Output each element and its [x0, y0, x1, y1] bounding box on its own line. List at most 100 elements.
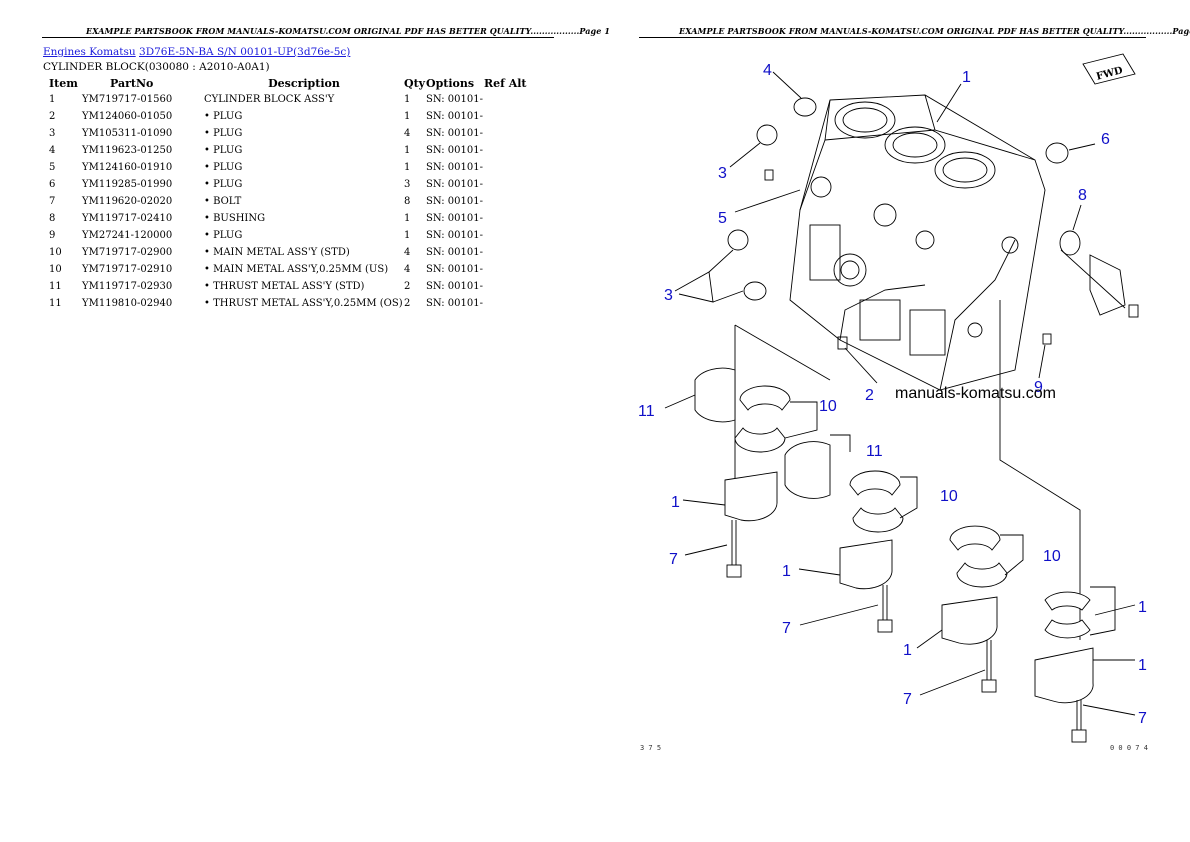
page-header: EXAMPLE PARTSBOOK FROM MANUALS-KOMATSU.C…: [86, 26, 610, 36]
thrust-metal-11a-icon: [664, 367, 736, 423]
main-metal-10a-icon: [734, 385, 818, 453]
cell-part: YM719717-02910: [82, 264, 173, 275]
callout-4: 4: [763, 62, 772, 79]
callout-11-left: 11: [638, 403, 655, 420]
cell-opt: SN: 00101-: [426, 128, 483, 139]
diagram-footer-right: 0 0 0 7 4: [1110, 744, 1148, 752]
callout-10-b: 10: [940, 488, 958, 505]
cell-opt: SN: 00101-: [426, 230, 483, 241]
callout-11-right: 11: [866, 443, 883, 460]
cell-item: 7: [49, 196, 56, 207]
cell-item: 11: [49, 281, 62, 292]
cell-item: 1: [49, 94, 56, 105]
cell-ref: [484, 128, 528, 145]
callout-1-e: 1: [1138, 657, 1147, 674]
bearing-cap-1b-icon: [839, 539, 893, 633]
plug-2-icon: [837, 336, 848, 350]
callout-3-top: 3: [718, 165, 727, 182]
cell-part: YM119717-02930: [82, 281, 173, 292]
cell-qty: 1: [404, 162, 411, 173]
callout-1-top: 1: [962, 69, 971, 86]
cell-ref: [484, 213, 528, 230]
cell-desc: • BUSHING: [204, 213, 266, 224]
bearing-cap-1d-icon: [1034, 647, 1094, 743]
cell-ref: [484, 298, 528, 315]
callout-7-b: 7: [782, 620, 791, 637]
plug-3c-icon: [743, 281, 767, 301]
cell-ref: [484, 94, 528, 111]
cell-ref: [484, 145, 528, 162]
cell-item: 6: [49, 179, 56, 190]
cell-part: YM119285-01990: [82, 179, 173, 190]
breadcrumb-link-engines[interactable]: Engines Komatsu: [43, 46, 136, 58]
cell-item: 11: [49, 298, 62, 309]
cell-qty: 1: [404, 213, 411, 224]
cell-desc: • MAIN METAL ASS'Y (STD): [204, 247, 350, 258]
cell-qty: 2: [404, 281, 411, 292]
exploded-parts-diagram: FWD: [638, 53, 1148, 752]
plug-3b-icon: [727, 229, 749, 251]
cell-ref: [484, 162, 528, 179]
cell-opt: SN: 00101-: [426, 298, 483, 309]
callout-1-b: 1: [782, 563, 791, 580]
cell-item: 8: [49, 213, 56, 224]
cell-part: YM119623-01250: [82, 145, 173, 156]
fwd-arrow-icon: FWD: [1082, 53, 1136, 85]
cell-opt: SN: 00101-: [426, 145, 483, 156]
cell-part: YM119717-02410: [82, 213, 173, 224]
cell-qty: 2: [404, 298, 411, 309]
breadcrumb-link-model[interactable]: 3D76E-5N-BA S/N 00101-UP(3d76e-5c): [139, 46, 351, 58]
header-rule: [42, 37, 554, 38]
cell-part: YM119620-02020: [82, 196, 173, 207]
page-header: EXAMPLE PARTSBOOK FROM MANUALS-KOMATSU.C…: [679, 26, 1190, 36]
cell-qty: 4: [404, 128, 411, 139]
callout-7-c: 7: [903, 691, 912, 708]
cell-opt: SN: 00101-: [426, 247, 483, 258]
plug-5-icon: [810, 176, 832, 198]
cell-qty: 8: [404, 196, 411, 207]
diagram-footer-left: 3 7 5: [640, 744, 661, 752]
column-header-ref-alt: Ref Alt: [484, 77, 527, 90]
cell-part: YM105311-01090: [82, 128, 173, 139]
cell-item: 5: [49, 162, 56, 173]
cell-qty: 4: [404, 264, 411, 275]
callout-9: 9: [1034, 379, 1043, 396]
cell-part: YM719717-01560: [82, 94, 173, 105]
cell-item: 4: [49, 145, 56, 156]
cell-opt: SN: 00101-: [426, 264, 483, 275]
watermark-text: manuals-komatsu.com: [895, 385, 1056, 402]
bearing-cap-1c-icon: [941, 596, 998, 693]
callout-7-d: 7: [1138, 710, 1147, 727]
callout-2: 2: [865, 387, 874, 404]
column-header-item: Item: [49, 77, 78, 90]
cell-desc: • PLUG: [204, 179, 243, 190]
table-header-row: Item PartNo Description Qty Options Ref …: [44, 77, 528, 94]
cell-opt: SN: 00101-: [426, 162, 483, 173]
column-header-description: Description: [268, 77, 340, 90]
cell-item: 9: [49, 230, 56, 241]
cell-part: YM27241-120000: [82, 230, 173, 241]
cell-item: 3: [49, 128, 56, 139]
cell-desc: • THRUST METAL ASS'Y (STD): [204, 281, 365, 292]
cell-ref: [484, 281, 528, 298]
cell-ref: [484, 230, 528, 247]
section-title: CYLINDER BLOCK(030080 : A2010-A0A1): [43, 61, 270, 73]
cell-opt: SN: 00101-: [426, 111, 483, 122]
right-page: EXAMPLE PARTSBOOK FROM MANUALS-KOMATSU.C…: [595, 0, 1190, 842]
cell-opt: SN: 00101-: [426, 94, 483, 105]
callout-1-d: 1: [1138, 599, 1147, 616]
plug-3-icon: [756, 124, 778, 146]
callout-3-lower: 3: [664, 287, 673, 304]
column-header-partno: PartNo: [110, 77, 154, 90]
plug-4-icon: [793, 97, 817, 117]
callout-5: 5: [718, 210, 727, 227]
